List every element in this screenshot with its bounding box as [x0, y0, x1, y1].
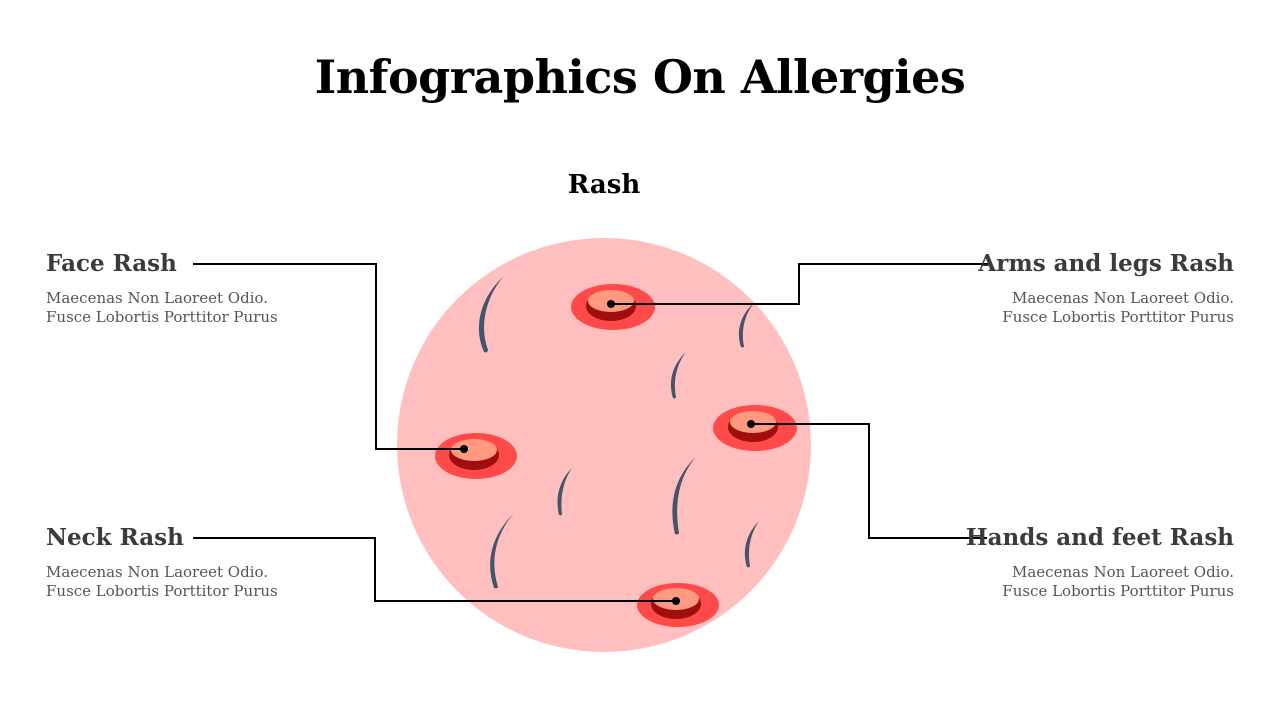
hands-feet-rash-description: Maecenas Non Laoreet Odio. Fusce Loborti…: [934, 563, 1234, 601]
description-line: Fusce Lobortis Porttitor Purus: [1002, 582, 1234, 600]
connector-neck: [193, 537, 676, 602]
hair: [738, 303, 754, 348]
hands-feet-rash-block: Hands and feet Rash Maecenas Non Laoreet…: [934, 524, 1234, 601]
face-rash-description: Maecenas Non Laoreet Odio. Fusce Loborti…: [46, 289, 346, 327]
connector-dot: [607, 300, 615, 308]
connector-dot: [460, 445, 468, 453]
description-line: Fusce Lobortis Porttitor Purus: [1002, 308, 1234, 326]
face-rash-block: Face Rash Maecenas Non Laoreet Odio. Fus…: [46, 250, 346, 327]
rash-spot-hands: [713, 405, 797, 451]
diagram-subtitle: Rash: [567, 170, 641, 200]
arms-legs-rash-block: Arms and legs Rash Maecenas Non Laoreet …: [934, 250, 1234, 327]
connector-arms: [611, 263, 988, 305]
page-title: Infographics On Allergies: [314, 50, 966, 104]
description-line: Maecenas Non Laoreet Odio.: [46, 289, 268, 307]
description-line: Maecenas Non Laoreet Odio.: [1012, 563, 1234, 581]
rash-spot-neck: [637, 583, 719, 627]
hair: [744, 521, 759, 568]
description-line: Maecenas Non Laoreet Odio.: [1012, 289, 1234, 307]
hair: [557, 468, 572, 516]
hands-feet-rash-heading: Hands and feet Rash: [965, 524, 1234, 551]
description-line: Fusce Lobortis Porttitor Purus: [46, 582, 278, 600]
arms-legs-rash-heading: Arms and legs Rash: [978, 250, 1234, 277]
hair: [672, 457, 696, 535]
face-rash-heading: Face Rash: [46, 250, 177, 277]
connector-dot: [747, 420, 755, 428]
connector-hands: [751, 423, 987, 539]
neck-rash-description: Maecenas Non Laoreet Odio. Fusce Loborti…: [46, 563, 346, 601]
hair: [490, 513, 514, 589]
skin-circle: [397, 238, 811, 652]
connector-dot: [672, 597, 680, 605]
hair: [670, 352, 686, 399]
neck-rash-block: Neck Rash Maecenas Non Laoreet Odio. Fus…: [46, 524, 346, 601]
description-line: Fusce Lobortis Porttitor Purus: [46, 308, 278, 326]
hair: [478, 277, 503, 353]
hair-group: [478, 277, 759, 589]
arms-legs-rash-description: Maecenas Non Laoreet Odio. Fusce Loborti…: [934, 289, 1234, 327]
neck-rash-heading: Neck Rash: [46, 524, 184, 551]
description-line: Maecenas Non Laoreet Odio.: [46, 563, 268, 581]
rash-spot-face: [435, 433, 517, 479]
connector-face: [193, 263, 464, 450]
